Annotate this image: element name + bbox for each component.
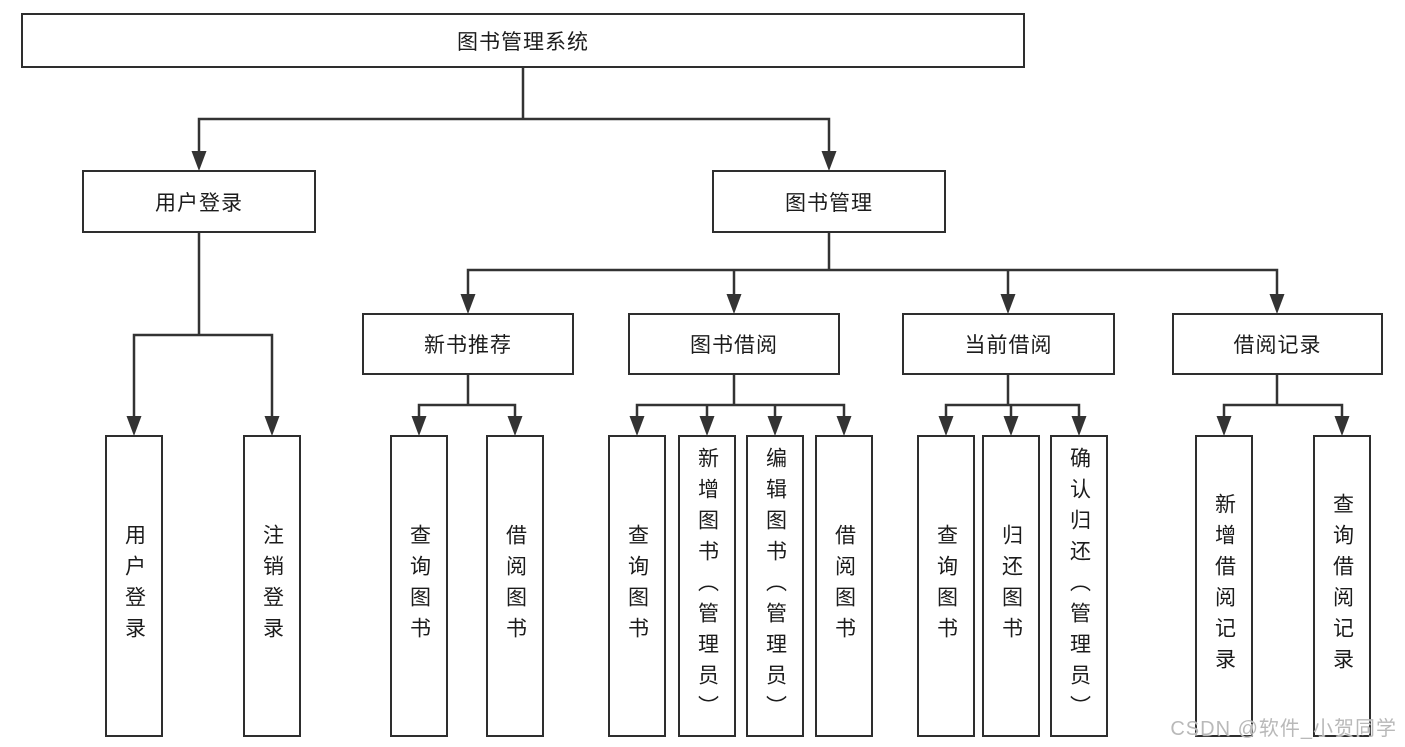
leaf-query-borrow-record: 查询借阅记录 xyxy=(1313,435,1371,737)
arrowhead xyxy=(264,416,280,436)
arrowhead xyxy=(726,294,742,314)
leaf-logout: 注销登录 xyxy=(243,435,301,737)
leaf-edit-book-admin: 编辑图书（管理员） xyxy=(746,435,804,737)
arrowhead xyxy=(699,416,715,436)
arrowhead xyxy=(821,151,837,171)
leaf-borrow-books-recommend: 借阅图书 xyxy=(486,435,544,737)
leaf-add-book-admin: 新增图书（管理员） xyxy=(678,435,736,737)
leaf-user-login: 用户登录 xyxy=(105,435,163,737)
node-new-book-recommend: 新书推荐 xyxy=(362,313,574,375)
leaf-query-books-borrow: 查询图书 xyxy=(608,435,666,737)
arrowhead xyxy=(1334,416,1350,436)
arrowhead xyxy=(411,416,427,436)
arrowhead xyxy=(126,416,142,436)
csdn-watermark: CSDN @软件_小贺同学 xyxy=(1170,718,1397,740)
arrowhead xyxy=(938,416,954,436)
leaf-query-books-current: 查询图书 xyxy=(917,435,975,737)
leaf-query-books-recommend: 查询图书 xyxy=(390,435,448,737)
arrowhead xyxy=(460,294,476,314)
node-borrow-records: 借阅记录 xyxy=(1172,313,1383,375)
arrowhead xyxy=(1003,416,1019,436)
node-current-borrow: 当前借阅 xyxy=(902,313,1115,375)
node-library-system: 图书管理系统 xyxy=(21,13,1025,68)
leaf-confirm-return-admin: 确认归还（管理员） xyxy=(1050,435,1108,737)
arrowhead xyxy=(507,416,523,436)
node-book-borrow: 图书借阅 xyxy=(628,313,840,375)
leaf-return-books: 归还图书 xyxy=(982,435,1040,737)
arrowhead xyxy=(836,416,852,436)
arrowhead xyxy=(629,416,645,436)
arrowhead xyxy=(191,151,207,171)
leaf-add-borrow-record: 新增借阅记录 xyxy=(1195,435,1253,737)
arrowhead xyxy=(1000,294,1016,314)
node-user-login: 用户登录 xyxy=(82,170,316,233)
node-book-management: 图书管理 xyxy=(712,170,946,233)
arrowhead xyxy=(1071,416,1087,436)
arrowhead xyxy=(767,416,783,436)
arrowhead xyxy=(1269,294,1285,314)
leaf-borrow-books: 借阅图书 xyxy=(815,435,873,737)
arrowhead xyxy=(1216,416,1232,436)
